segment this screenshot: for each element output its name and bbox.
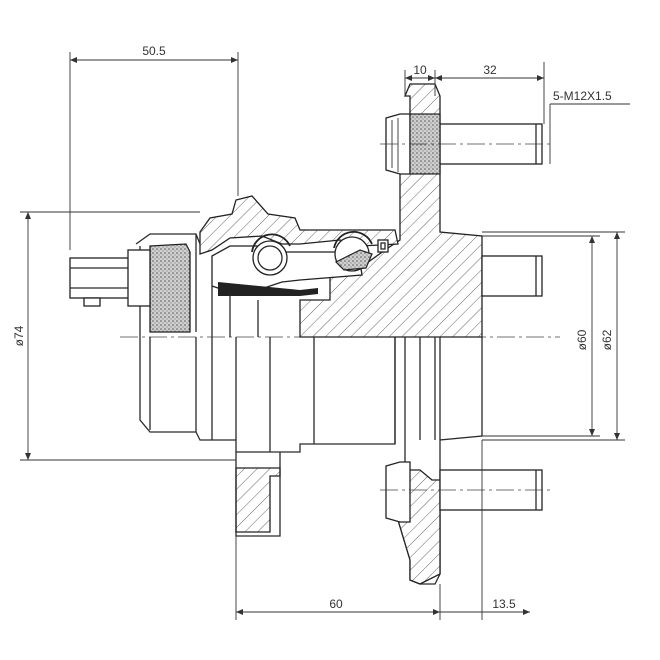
- connector-body: [69, 257, 131, 299]
- dim-pilot-group: ø60 ø62: [482, 231, 625, 441]
- sensor-housing-top: [135, 233, 201, 332]
- sensor-cup-outline: [139, 337, 396, 453]
- stud-middle-shank: [481, 255, 543, 297]
- dim-offset-label: 13.5: [492, 597, 516, 611]
- dim-bore-label: ø74: [12, 325, 26, 346]
- abs-sensor-ring: [149, 243, 191, 333]
- dim-width-top-label: 50.5: [142, 44, 166, 58]
- dim-bore-group: ø74: [12, 211, 236, 461]
- dim-stud-label: 32: [483, 63, 497, 77]
- stud-top: [380, 113, 550, 175]
- dim-bottom-group: 60 13.5: [235, 440, 530, 620]
- retainer-clip: [377, 239, 389, 253]
- hub-inner-contour: [211, 286, 259, 337]
- ball-left-inner: [257, 245, 283, 271]
- connector-tab: [83, 297, 101, 307]
- dim-width-top-group: 50.5: [69, 44, 239, 250]
- ball-track-right: [333, 231, 373, 249]
- seal-lip-right: [334, 249, 373, 271]
- connector-neck: [127, 249, 151, 307]
- dim-thread-group: 5-M12X1.5: [549, 89, 630, 164]
- outer-ring-section: [199, 195, 399, 255]
- retainer-clip-inner: [380, 242, 386, 250]
- lower-mount-lug: [235, 467, 281, 533]
- stud-bottom-head: [385, 461, 411, 523]
- stud-bottom: [380, 461, 550, 523]
- dim-overall-label: 60: [329, 597, 343, 611]
- ball-track-left: [251, 233, 291, 253]
- dim-pilot-outer-label: ø62: [600, 329, 614, 350]
- lower-exterior: [139, 337, 483, 585]
- dim-pilot-inner-label: ø60: [575, 329, 589, 350]
- dim-flange-group: 10 32: [404, 62, 545, 124]
- dim-flange-label: 10: [413, 63, 427, 77]
- seal-band: [218, 282, 318, 296]
- lower-mount-lug-outline: [235, 452, 281, 537]
- stud-middle: [481, 255, 543, 297]
- dim-thread-label: 5-M12X1.5: [553, 89, 612, 103]
- sensor-connector: [69, 249, 151, 307]
